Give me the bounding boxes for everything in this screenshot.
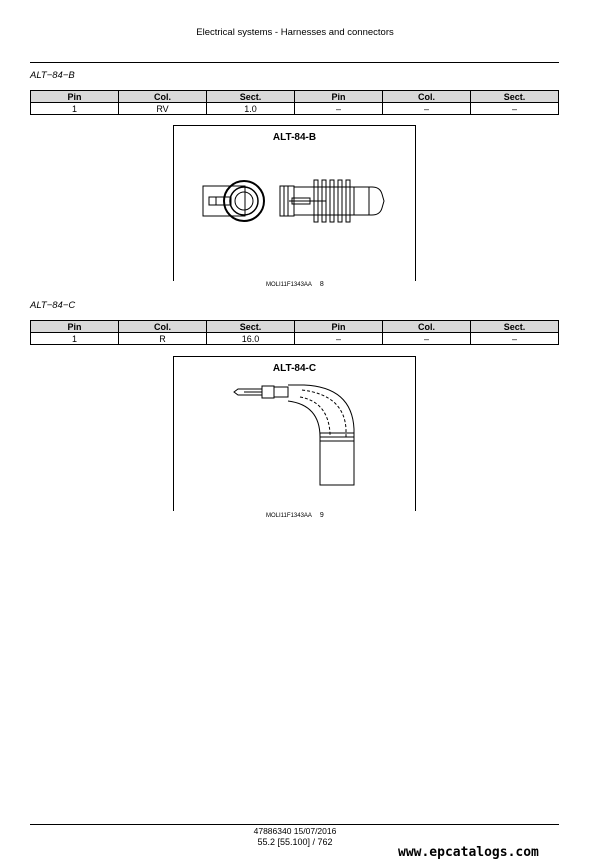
table-cell: – — [382, 102, 471, 115]
page-header-title: Electrical systems - Harnesses and conne… — [196, 27, 394, 38]
table-header-row: Pin Col. Sect. Pin Col. Sect. — [30, 320, 559, 333]
col-header: Col. — [118, 90, 207, 103]
table-cell: – — [470, 102, 559, 115]
table-header-row: Pin Col. Sect. Pin Col. Sect. — [30, 90, 559, 103]
figure-alt-84-c: ALT-84-C — [173, 356, 416, 511]
col-header: Sect. — [206, 320, 295, 333]
col-header: Pin — [294, 90, 383, 103]
connector-c-drawing — [233, 384, 355, 486]
col-header: Pin — [30, 90, 119, 103]
figure-alt-84-b: ALT-84-B — [173, 125, 416, 281]
col-header: Col. — [382, 320, 471, 333]
figure-caption-b: MOLI11F1343AA 8 — [266, 281, 324, 288]
table-cell: 1.0 — [206, 102, 295, 115]
figure-number: 8 — [319, 281, 324, 288]
table-cell: 1 — [30, 102, 119, 115]
col-header: Sect. — [206, 90, 295, 103]
col-header: Pin — [294, 320, 383, 333]
footer-rule — [30, 824, 559, 825]
col-header: Sect. — [470, 320, 559, 333]
connector-label-b: ALT−84−B — [30, 70, 75, 81]
col-header: Col. — [382, 90, 471, 103]
table-cell: – — [382, 332, 471, 345]
table-cell: 1 — [30, 332, 119, 345]
page-footer: 47886340 15/07/2016 55.2 [55.100] / 762 — [0, 826, 590, 848]
document-reference: 47886340 15/07/2016 — [253, 826, 337, 836]
figure-title: ALT-84-B — [272, 132, 317, 143]
table-row: 1 RV 1.0 – – – — [30, 102, 559, 115]
pin-table-c: Pin Col. Sect. Pin Col. Sect. 1 R 16.0 –… — [30, 320, 559, 345]
col-header: Sect. — [470, 90, 559, 103]
figure-title: ALT-84-C — [272, 363, 317, 374]
table-row: 1 R 16.0 – – – — [30, 332, 559, 345]
connector-label-c: ALT−84−C — [30, 300, 76, 311]
col-header: Col. — [118, 320, 207, 333]
header-rule — [30, 62, 559, 63]
figure-number: 9 — [319, 512, 324, 519]
table-cell: – — [294, 102, 383, 115]
table-cell: R — [118, 332, 207, 345]
table-cell: 16.0 — [206, 332, 295, 345]
table-cell: RV — [118, 102, 207, 115]
col-header: Pin — [30, 320, 119, 333]
page-number: 55.2 [55.100] / 762 — [257, 837, 333, 847]
watermark-text: www.epcatalogs.com — [398, 845, 539, 860]
figure-image-code: MOLI11F1343AA — [266, 513, 312, 519]
pin-table-b: Pin Col. Sect. Pin Col. Sect. 1 RV 1.0 –… — [30, 90, 559, 115]
connector-b-drawing — [202, 179, 385, 223]
table-cell: – — [294, 332, 383, 345]
figure-caption-c: MOLI11F1343AA 9 — [266, 512, 324, 519]
figure-image-code: MOLI11F1343AA — [266, 282, 312, 288]
table-cell: – — [470, 332, 559, 345]
